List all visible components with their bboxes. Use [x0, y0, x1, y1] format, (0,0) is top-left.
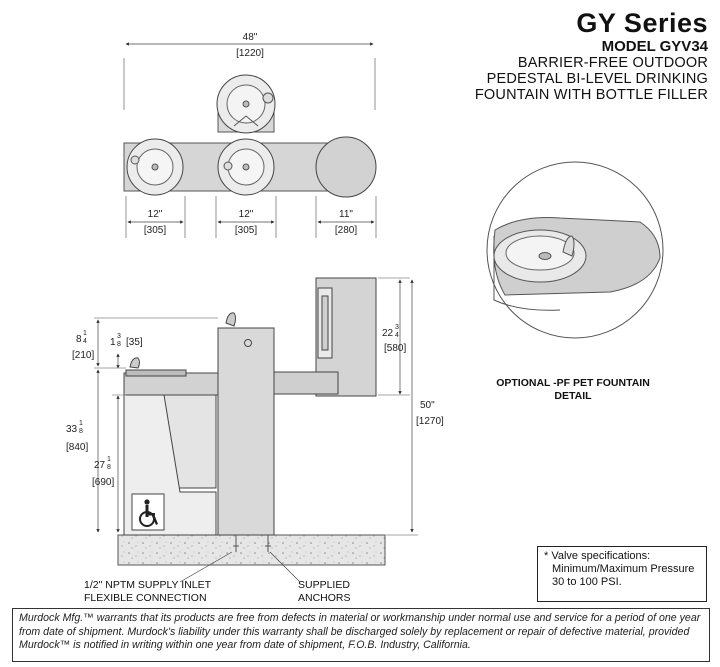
callout-supply-line-1: 1/2" NPTM SUPPLY INLET	[84, 579, 212, 591]
dim-bottle-filler: 11"	[339, 209, 353, 220]
dim-50: 50"	[420, 400, 435, 411]
dim-1-frac-num: 3	[117, 333, 121, 340]
valve-spec-note: * Valve specifications: Minimum/Maximum …	[537, 546, 707, 602]
valve-note-line-3: 30 to 100 PSI.	[552, 576, 622, 588]
callout-anchors-line-1: SUPPLIED	[298, 579, 350, 591]
elevation-dimension-lines	[94, 277, 418, 583]
plan-view	[123, 42, 377, 238]
elevation-view	[117, 277, 386, 566]
dim-1-whole: 1	[110, 337, 116, 348]
dim-22-frac-num: 3	[395, 324, 399, 331]
dim-33-mm: [840]	[66, 442, 88, 453]
valve-note-line-1: * Valve specifications:	[544, 550, 651, 562]
dim-27-mm: [690]	[92, 477, 114, 488]
dim-overall-width: 48"	[243, 32, 258, 43]
pf-detail	[486, 161, 664, 339]
valve-note-line-2: Minimum/Maximum Pressure	[552, 563, 695, 575]
dim-left-basin-mm: [305]	[144, 225, 166, 236]
dim-8-frac-num: 1	[83, 330, 87, 337]
dim-8-whole: 8	[76, 334, 82, 345]
dim-27-whole: 27	[94, 460, 106, 471]
description-line-2: PEDESTAL BI-LEVEL DRINKING	[486, 71, 708, 87]
description-line-3: FOUNTAIN WITH BOTTLE FILLER	[474, 87, 708, 103]
dim-8-frac-den: 4	[83, 338, 87, 345]
dim-22-whole: 22	[382, 328, 394, 339]
warranty-box: Murdock Mfg.™ warrants that its products…	[12, 608, 710, 662]
dim-1-frac-den: 8	[117, 341, 121, 348]
dim-50-mm: [1270]	[416, 416, 444, 427]
callout-anchors-line-2: ANCHORS	[298, 592, 351, 604]
dim-center-basin: 12"	[239, 209, 254, 220]
dim-1-mm: [35]	[126, 337, 143, 348]
dim-22-mm: [580]	[384, 343, 406, 354]
callout-supply-line-2: FLEXIBLE CONNECTION	[84, 592, 207, 604]
dim-center-basin-mm: [305]	[235, 225, 257, 236]
accessibility-icon	[139, 499, 158, 527]
warranty-text: Murdock Mfg.™ warrants that its products…	[19, 612, 701, 651]
dim-bottle-filler-mm: [280]	[335, 225, 357, 236]
dim-33-whole: 33	[66, 424, 78, 435]
dim-left-basin: 12"	[148, 209, 163, 220]
dim-overall-width-mm: [1220]	[236, 48, 264, 59]
pf-caption-line-2: DETAIL	[554, 390, 592, 402]
pf-detail-caption: OPTIONAL -PF PET FOUNTAIN DETAIL	[470, 377, 676, 403]
dim-22-frac-den: 4	[395, 332, 399, 339]
dim-27-frac-den: 8	[107, 464, 111, 471]
dim-33-frac-num: 1	[79, 420, 83, 427]
series-title: GY Series	[576, 8, 708, 38]
dim-8-mm: [210]	[72, 350, 94, 361]
model-title: MODEL GYV34	[601, 38, 708, 55]
dim-33-frac-den: 8	[79, 428, 83, 435]
title-block: GY Series MODEL GYV34 BARRIER-FREE OUTDO…	[408, 8, 708, 103]
dim-27-frac-num: 1	[107, 456, 111, 463]
pf-caption-line-1: OPTIONAL -PF PET FOUNTAIN	[496, 377, 650, 389]
description-line-1: BARRIER-FREE OUTDOOR	[517, 55, 708, 71]
